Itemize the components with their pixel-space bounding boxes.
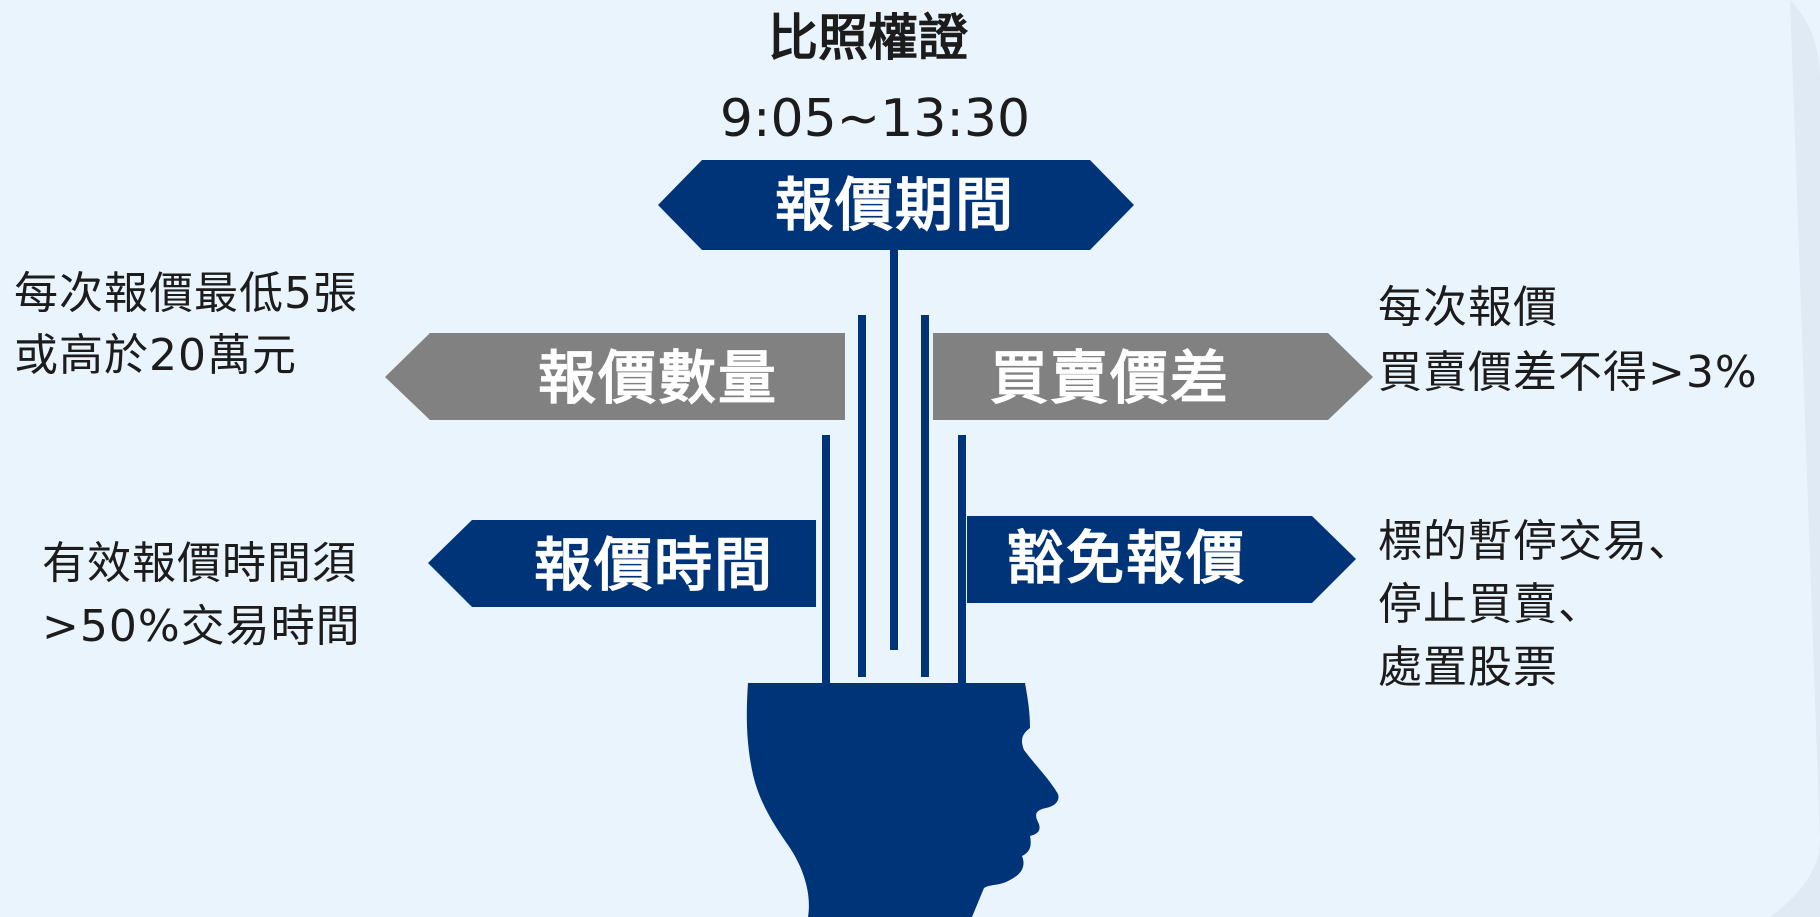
note-quantity-line-1: 每次報價最低5張	[14, 268, 358, 319]
sign-spread-label: 買賣價差	[989, 344, 1230, 412]
sign-exempt-label: 豁免報價	[1005, 524, 1246, 592]
pole-outer-left	[822, 435, 830, 683]
sign-duration-label: 報價時間	[533, 531, 774, 599]
backdrop-edge	[1770, 0, 1820, 917]
note-duration-line-2: >50%交易時間	[42, 601, 361, 652]
sign-period-label: 報價期間	[774, 171, 1015, 239]
note-exempt-line-1: 標的暫停交易、	[1378, 516, 1693, 567]
note-exempt-line-3: 處置股票	[1378, 642, 1558, 693]
note-spread-line-1: 每次報價	[1378, 282, 1558, 333]
sign-quantity-label: 報價數量	[537, 344, 778, 412]
pole-inner-right	[921, 315, 929, 677]
pole-inner-left	[858, 315, 866, 677]
note-duration-line-1: 有效報價時間須	[42, 538, 357, 589]
pole-center	[890, 247, 898, 650]
sign-exempt-shape	[967, 516, 1356, 603]
quote-hours: 9:05~13:30	[719, 89, 1031, 149]
sign-quantity-shape	[385, 333, 845, 420]
product-title: 比照權證	[768, 9, 968, 67]
sign-period-shape	[658, 160, 1134, 250]
sign-duration-shape	[428, 520, 816, 607]
note-spread-line-2: 買賣價差不得>3%	[1378, 347, 1758, 398]
human-head-profile-icon	[746, 683, 1059, 917]
sign-spread-shape	[933, 333, 1373, 420]
note-quantity-line-2: 或高於20萬元	[14, 330, 297, 381]
note-exempt-line-2: 停止買賣、	[1378, 579, 1603, 630]
pole-outer-right	[958, 435, 966, 683]
